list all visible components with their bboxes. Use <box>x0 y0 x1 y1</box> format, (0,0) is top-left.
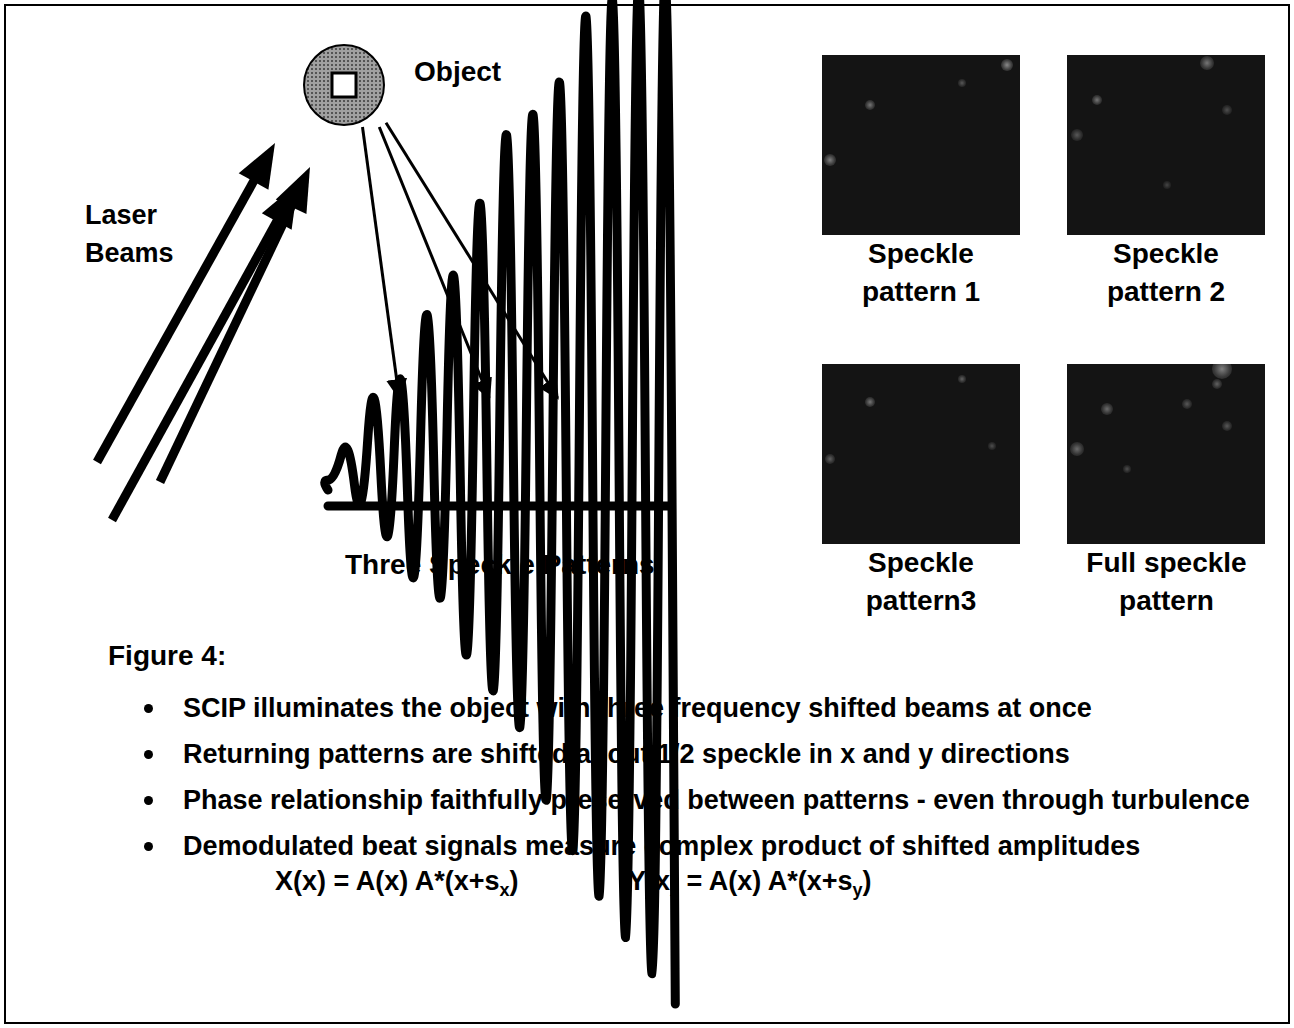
speckle-spot <box>825 454 835 464</box>
image-caption: Speckle pattern 1 <box>836 235 1006 311</box>
equation-text: X(x) = A(x) A*(x+s <box>275 866 500 896</box>
image-caption: Full speckle pattern <box>1064 544 1269 620</box>
laser-beam-head <box>276 167 310 214</box>
figure-heading: Figure 4: <box>108 637 1268 675</box>
bullet-text: Returning patterns are shifted about 1/2… <box>183 737 1268 771</box>
object-disc <box>304 45 384 125</box>
speckle-spot <box>958 79 966 87</box>
speckle-image: Full speckle pattern <box>1067 364 1265 620</box>
speckle-spot <box>1222 421 1232 431</box>
speckle-spot <box>1001 59 1013 71</box>
bullet-text: SCIP illuminates the object with three f… <box>183 691 1268 725</box>
speckle-spot <box>1200 56 1214 70</box>
bullet-dot <box>144 750 153 759</box>
speckle-spot <box>1101 403 1113 415</box>
beam-label: Laser Beams <box>85 196 210 272</box>
bullet-item: SCIP illuminates the object with three f… <box>108 691 1268 725</box>
curve-caption: Three Speckle Patterns <box>345 548 655 582</box>
speckle-image: Speckle pattern3 <box>822 364 1020 620</box>
speckle-spot <box>988 442 996 450</box>
image-caption: Speckle pattern 2 <box>1081 235 1251 311</box>
bullet-item: Demodulated beat signals measure complex… <box>108 829 1268 863</box>
bullet-dot <box>144 842 153 851</box>
speckle-spot <box>865 100 875 110</box>
speckle-spot <box>865 397 875 407</box>
laser-beam-line <box>160 203 293 482</box>
speckle-spot <box>1123 465 1131 473</box>
object-label: Object <box>414 55 501 89</box>
speckle-spot <box>1222 105 1232 115</box>
object-square <box>332 73 356 97</box>
return-arrow <box>362 127 399 398</box>
speckle-spot <box>1092 95 1102 105</box>
speckle-spot <box>1182 399 1192 409</box>
speckle-spot <box>824 154 836 166</box>
bullet-text: Demodulated beat signals measure complex… <box>183 829 1268 863</box>
object-shape <box>302 43 386 127</box>
speckle-curve <box>320 398 680 518</box>
speckle-image-square <box>822 364 1020 544</box>
speckle-spot <box>1212 379 1222 389</box>
image-caption: Speckle pattern3 <box>836 544 1006 620</box>
speckle-spot <box>958 375 966 383</box>
object-circle: Object <box>302 43 386 127</box>
equation-subscript: y <box>853 880 863 900</box>
bullet-dot <box>144 796 153 805</box>
equation-text: ) <box>510 866 519 896</box>
laser-beam-head <box>239 143 275 190</box>
speckle-spot <box>1070 442 1084 456</box>
speckle-image: Speckle pattern 2 <box>1067 55 1265 311</box>
equation-text: ) <box>863 866 872 896</box>
equation-subscript: x <box>500 880 510 900</box>
equation-row: X(x) = A(x) A*(x+sx) Y(x) = A(x) A*(x+sy) <box>108 863 1268 901</box>
speckle-spot <box>1212 364 1232 379</box>
bullet-item: Returning patterns are shifted about 1/2… <box>108 737 1268 771</box>
equation: X(x) = A(x) A*(x+sx) <box>275 863 519 908</box>
equation-text: Y(x) = A(x) A*(x+s <box>628 866 853 896</box>
bullet-item: Phase relationship faithfully preserved … <box>108 783 1268 817</box>
speckle-spot <box>1163 181 1171 189</box>
speckle-sum-curve: Three Speckle Patterns <box>320 398 680 593</box>
speckle-image-square <box>822 55 1020 235</box>
equation: Y(x) = A(x) A*(x+sy) <box>628 863 872 908</box>
bullet-text: Phase relationship faithfully preserved … <box>183 783 1268 817</box>
figure-text-block: Figure 4: SCIP illuminates the object wit… <box>108 637 1268 901</box>
speckle-image: Speckle pattern 1 <box>822 55 1020 311</box>
bullet-dot <box>144 704 153 713</box>
speckle-spot <box>1071 129 1083 141</box>
speckle-image-square <box>1067 55 1265 235</box>
speckle-image-square <box>1067 364 1265 544</box>
